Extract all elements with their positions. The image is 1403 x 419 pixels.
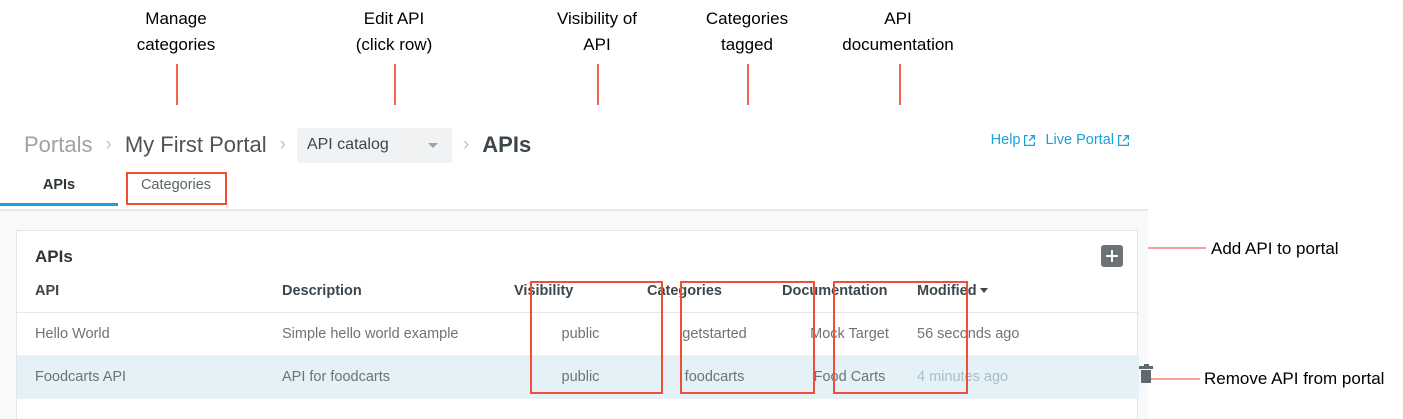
cell-api: Foodcarts API <box>17 355 282 399</box>
tab-bar: APIs Categories <box>0 171 1148 209</box>
column-header-visibility[interactable]: Visibility <box>514 282 647 313</box>
column-header-modified-label: Modified <box>917 282 977 299</box>
cell-description: Simple hello world example <box>282 312 514 356</box>
cell-api: Hello World <box>17 312 282 356</box>
breadcrumb-separator: › <box>279 134 286 155</box>
cell-categories: getstarted <box>647 312 782 356</box>
table-header-row: API Description Visibility Categories Do… <box>17 282 1139 313</box>
cell-modified: 4 minutes ago <box>917 355 1139 399</box>
cell-modified: 56 seconds ago <box>917 312 1139 356</box>
top-links: Help Live Portal <box>991 132 1130 148</box>
content-area: APIs API Description Visibility Categori… <box>0 210 1153 419</box>
breadcrumb-separator: › <box>105 134 112 155</box>
apis-card-header: APIs <box>17 231 1137 282</box>
tab-apis[interactable]: APIs <box>0 171 118 206</box>
application-window: Portals › My First Portal › API catalog … <box>0 105 1153 419</box>
leader-line-add-api <box>1118 247 1206 249</box>
chevron-down-icon <box>427 143 438 148</box>
column-header-categories[interactable]: Categories <box>647 282 782 313</box>
apis-table: API Description Visibility Categories Do… <box>17 282 1153 399</box>
tab-bar-divider <box>0 209 1148 210</box>
trash-icon-lid <box>1139 366 1153 369</box>
cell-description: API for foodcarts <box>282 355 514 399</box>
external-link-icon <box>1023 134 1036 147</box>
trash-icon[interactable] <box>1139 364 1153 383</box>
breadcrumb-current: APIs <box>482 132 532 157</box>
cell-categories: foodcarts <box>647 355 782 399</box>
table-row[interactable]: Hello World Simple hello world example p… <box>17 312 1139 356</box>
cell-visibility: public <box>514 312 647 356</box>
help-link[interactable]: Help <box>991 132 1037 148</box>
catalog-select[interactable]: API catalog <box>296 127 452 163</box>
breadcrumb-separator: › <box>462 134 470 155</box>
callout-label-categories-tagged: Categories tagged <box>705 9 789 54</box>
callout-label-visibility-of-api: Visibility of API <box>557 9 637 54</box>
cell-visibility: public <box>514 355 647 399</box>
column-header-description[interactable]: Description <box>282 282 514 313</box>
trash-icon-body <box>1141 370 1151 383</box>
catalog-select-value: API catalog <box>306 136 389 153</box>
caret-down-icon <box>979 288 988 294</box>
external-link-icon <box>1117 134 1130 147</box>
apis-card: APIs API Description Visibility Categori… <box>16 230 1153 419</box>
apis-table-body: Hello World Simple hello world example p… <box>17 312 1153 399</box>
column-header-documentation[interactable]: Documentation <box>782 282 917 313</box>
leader-line-remove-api <box>1114 378 1200 380</box>
column-header-api[interactable]: API <box>17 282 282 313</box>
live-portal-link[interactable]: Live Portal <box>1045 132 1130 148</box>
breadcrumb-portal-name[interactable]: My First Portal <box>124 132 267 157</box>
callout-label-edit-api: Edit API (click row) <box>355 9 433 54</box>
callout-label-manage-categories: Manage categories <box>136 9 216 54</box>
breadcrumb: Portals › My First Portal › API catalog … <box>22 125 533 165</box>
cell-documentation: Mock Target <box>782 312 917 356</box>
live-portal-link-label: Live Portal <box>1045 132 1114 148</box>
help-link-label: Help <box>990 132 1021 148</box>
callout-label-add-api-to-portal: Add API to portal <box>1211 239 1339 258</box>
callout-label-api-documentation: API documentation <box>842 9 954 54</box>
apis-card-title: APIs <box>35 246 73 266</box>
plus-icon <box>1111 250 1113 262</box>
breadcrumb-portals[interactable]: Portals <box>24 132 93 157</box>
callout-label-remove-api-from-portal: Remove API from portal <box>1204 369 1385 388</box>
column-header-modified[interactable]: Modified <box>917 282 1139 313</box>
tab-categories[interactable]: Categories <box>140 177 212 193</box>
add-api-button[interactable] <box>1101 245 1123 267</box>
trash-icon-handle <box>1143 364 1149 366</box>
cell-documentation: Food Carts <box>782 355 917 399</box>
table-row[interactable]: Foodcarts API API for foodcarts public f… <box>17 355 1153 399</box>
apis-table-header: API Description Visibility Categories Do… <box>17 282 1139 313</box>
